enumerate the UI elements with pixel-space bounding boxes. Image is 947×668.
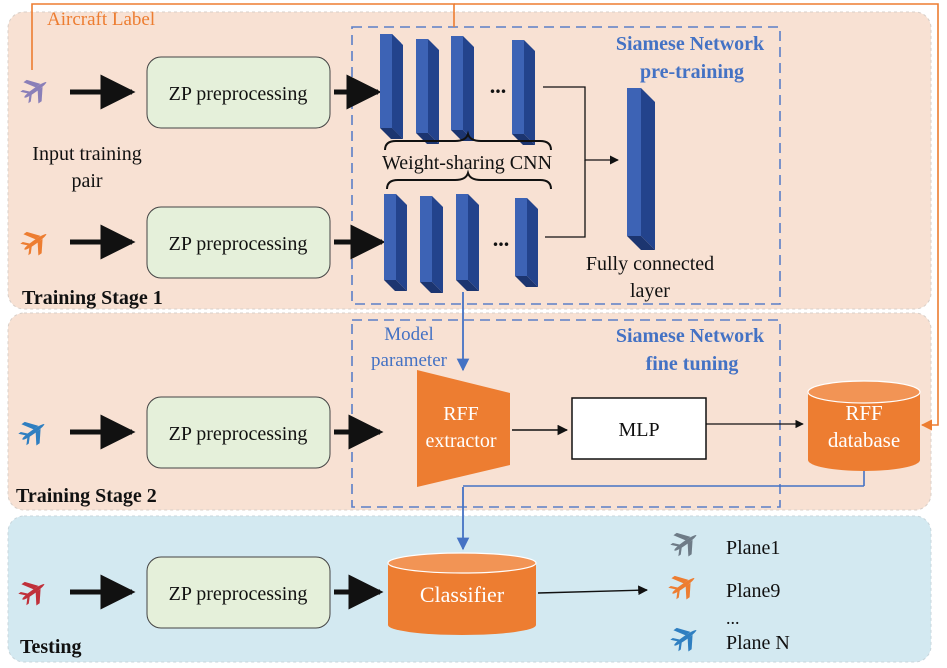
output-plane1: Plane1: [726, 537, 780, 559]
svg-text:Classifier: Classifier: [420, 582, 505, 607]
aircraft-label-line: [31, 3, 455, 70]
cnn-layers-top: ...: [380, 34, 535, 145]
svg-text:ZP preprocessing: ZP preprocessing: [169, 583, 308, 605]
svg-text:database: database: [828, 428, 900, 452]
siamese-pretraining-title: Siamese Network: [616, 33, 765, 55]
zp-preprocessing-box: ZP preprocessing: [146, 206, 331, 279]
svg-text:extractor: extractor: [425, 430, 496, 452]
svg-text:RFF: RFF: [443, 403, 479, 425]
training-stage-1-label: Training Stage 1: [22, 287, 163, 309]
zp-preprocessing-box: ZP preprocessing: [146, 396, 331, 469]
rff-database: RFF database: [807, 380, 921, 471]
brace-bottom: [386, 169, 552, 190]
zp-preprocessing-box: ZP preprocessing: [146, 56, 331, 129]
cnn-layer: [451, 36, 474, 141]
cnn-layer: [512, 40, 535, 145]
siamese-pretraining-box: [351, 26, 781, 305]
input-training-pair-label-2: pair: [71, 170, 102, 192]
training-stage-2-label: Training Stage 2: [16, 485, 157, 507]
siamese-pretraining-subtitle: pre-training: [640, 61, 744, 83]
svg-text:ZP preprocessing: ZP preprocessing: [169, 233, 308, 255]
brace-top: [384, 130, 552, 151]
output-ellipsis: ...: [726, 608, 740, 628]
svg-text:ZP preprocessing: ZP preprocessing: [169, 423, 308, 445]
siamese-finetuning-subtitle: fine tuning: [646, 353, 739, 375]
classifier: Classifier: [387, 552, 537, 635]
cnn-layer: [380, 34, 403, 139]
cnn-layer: [384, 194, 407, 291]
svg-text:...: ...: [493, 226, 510, 251]
model-parameter-label: Model: [384, 324, 434, 345]
testing-label: Testing: [20, 636, 82, 658]
svg-text:...: ...: [490, 73, 507, 98]
aircraft-label-to-db-line: [454, 3, 939, 431]
fully-connected-layer: [627, 88, 655, 250]
svg-text:RFF: RFF: [845, 401, 882, 425]
svg-text:ZP preprocessing: ZP preprocessing: [169, 83, 308, 105]
weight-sharing-label: Weight-sharing CNN: [382, 152, 552, 174]
cnn-layer: [515, 198, 538, 287]
output-planeN: Plane N: [726, 632, 790, 654]
output-plane9: Plane9: [726, 580, 780, 602]
cnn-layer: [416, 39, 439, 144]
zp-preprocessing-box: ZP preprocessing: [146, 556, 331, 629]
svg-text:MLP: MLP: [618, 419, 659, 441]
cnn-layer: [456, 194, 479, 291]
mlp-box: MLP: [571, 397, 707, 460]
cnn-layers-bottom: ...: [384, 194, 538, 293]
siamese-finetuning-box: [351, 319, 781, 508]
fc-label: Fully connected: [586, 253, 714, 275]
siamese-finetuning-title: Siamese Network: [616, 325, 765, 347]
aircraft-label-text: Aircraft Label: [47, 9, 155, 30]
rff-extractor: RFF extractor: [417, 370, 510, 487]
model-parameter-label-2: parameter: [371, 350, 448, 371]
fc-label-2: layer: [630, 280, 670, 302]
input-training-pair-label: Input training: [32, 143, 141, 165]
cnn-layer: [420, 196, 443, 293]
